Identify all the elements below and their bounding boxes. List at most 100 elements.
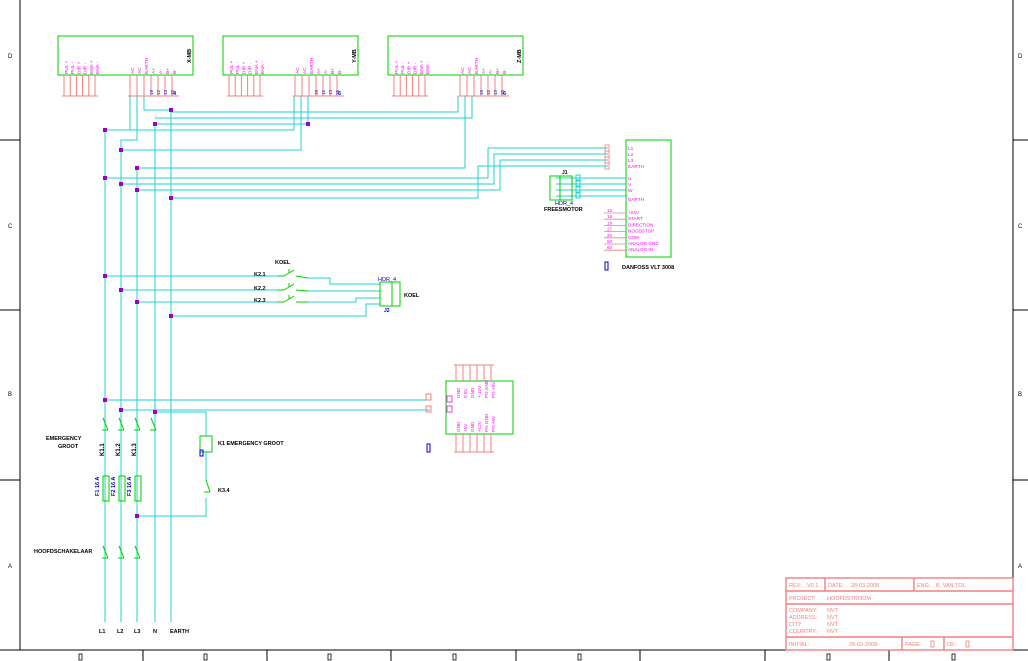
driver-power-pin-label: AC — [467, 67, 473, 74]
vfd-control-terminal-number: 12 — [607, 208, 613, 213]
driver-terminal-number: 15 — [170, 89, 175, 95]
tb-date-label: DATE: — [828, 583, 844, 589]
koel-contact-label-1: K2.1 — [254, 272, 266, 278]
contact-label-k1-1: K1.1 — [100, 443, 106, 456]
vfd-motor-pin-label: U — [628, 176, 632, 182]
aux-contact-label: K3.4 — [218, 488, 231, 494]
driver-power-pin-label: EARTH — [474, 57, 480, 74]
emergency-coil: K1 EMERGENCY GROOT K3.4 — [199, 435, 284, 494]
driver-terminal-number: 12 — [486, 89, 491, 95]
driver-power-pin-label: EARTH — [144, 57, 150, 74]
driver-input-pin-label: DIR + — [241, 61, 247, 74]
row-label-c-left: C — [8, 224, 13, 230]
tb-initial-date: 28-03-2008 — [849, 642, 877, 648]
contact-label-k1-3: K1.3 — [132, 443, 138, 456]
psu-bottom-pin-label: PG +5V — [491, 415, 496, 432]
driver-input-pin-label: PUL - — [235, 62, 241, 74]
fuse-label-f1: F1 16 A — [95, 477, 101, 496]
supply-label-n: N — [153, 629, 157, 635]
koel-name: KOEL — [404, 293, 420, 299]
driver-input-pin-label: ENA - — [260, 61, 266, 74]
supply-label-l2: L2 — [117, 629, 123, 635]
koel-contact-label-3: K2.3 — [254, 298, 266, 304]
driver-power-pin-label: AC — [137, 67, 143, 74]
fuse-label-f3: F3 16 A — [127, 477, 133, 496]
supply-label-l3: L3 — [134, 629, 140, 635]
vfd-control-pin-label: ANALOG GND — [628, 241, 659, 246]
vfd-control-terminal-number: 50 — [607, 239, 613, 244]
vfd-label: DANFOSS VLT 3008 — [622, 265, 674, 271]
psu-bottom-pin-label: PG GND — [484, 413, 489, 432]
driver-power-pin-label: B- — [172, 69, 178, 74]
koel-contact-3 — [278, 295, 308, 303]
tb-rev-label: REV: — [789, 583, 802, 589]
psu-top-pin-label: PG +5V — [491, 381, 496, 398]
tb-rev: V0.1 — [807, 583, 818, 589]
wiring — [104, 96, 626, 622]
driver-power-pin-label: A+ — [316, 68, 322, 74]
vfd-supply-terminal — [604, 162, 610, 170]
emergency-label-line1: EMERGENCY — [46, 436, 82, 442]
vfd-control-terminal-number: 20 — [607, 233, 613, 238]
tb-date: 28-03-2008 — [851, 583, 879, 589]
koel-circuit: KOEL K2.1 K2.2 K2.3 HDR_4 J2 KOEL — [254, 260, 420, 314]
driver-name: Y-MB — [352, 49, 358, 63]
koel-contact-1 — [278, 269, 309, 279]
motor-name: FREESMOTOR — [544, 207, 583, 213]
driver-power-pin-label: EARTH — [309, 57, 315, 74]
coil-label: K1 EMERGENCY GROOT — [218, 441, 284, 447]
fuse-label-f2: F2 16 A — [111, 477, 117, 496]
row-label-b-right: B — [1018, 392, 1022, 398]
vfd-motor-pin-label: W — [628, 188, 633, 194]
main-switch: HOOFDSCHAKELAAR — [34, 545, 141, 559]
tb-address: NVT — [827, 615, 839, 621]
tb-eng: B. VAN TOL — [936, 583, 966, 589]
driver-input-pin-label: DIR + — [76, 61, 82, 74]
vfd-control-pin-label: START — [628, 216, 643, 221]
driver-power-pin-label: B+ — [495, 68, 501, 74]
driver-body — [222, 35, 359, 76]
driver-input-pin-label: DIR + — [406, 61, 412, 74]
psu-bottom-pin-label: +5V — [463, 423, 468, 432]
driver-input-pin-label: ENA - — [95, 61, 101, 74]
driver-power-pin-label: B+ — [165, 68, 171, 74]
motor-j-label: J1 — [562, 170, 568, 176]
tb-eng-label: ENG: — [917, 583, 931, 589]
driver-input-pin-label: DIR - — [248, 62, 254, 74]
driver-sheet-number: 5 — [338, 91, 341, 97]
vfd-control-pin-label: ANALOG IN — [628, 247, 653, 252]
tb-page-label: PAGE: — [905, 642, 922, 648]
driver-name: X-MB — [187, 49, 193, 63]
motor-hdr-label: HDR_4 — [555, 201, 573, 207]
row-label-a-right: A — [1018, 564, 1022, 570]
driver-input-pin-label: ENA + — [89, 60, 95, 74]
vfd-control-pin-label: COM — [628, 235, 639, 240]
koel-contact-label-2: K2.2 — [254, 286, 266, 292]
tb-address-label: ADDRESS: — [789, 615, 818, 621]
emergency-label-line2: GROOT — [58, 444, 79, 450]
psu-top-pin-label: 0 5V — [463, 388, 468, 398]
tb-company-label: COMPANY: — [789, 608, 818, 614]
tb-company: NVT — [827, 608, 839, 614]
driver-power-pin-label: A- — [488, 69, 494, 74]
koel-hdr-label: HDR_4 — [378, 277, 396, 283]
title-block-text: REV: V0.1 DATE: 28-03-2008 ENG: B. VAN T… — [789, 583, 966, 648]
emergency-contactor: EMERGENCY GROOT K1.1 K1.2 K1.3 — [46, 417, 157, 456]
driver-sheet-number: 6 — [503, 91, 506, 97]
row-label-c-right: C — [1018, 224, 1023, 230]
vfd-motor-pin-label: EARTH — [628, 197, 645, 203]
tb-country: NVT — [827, 629, 839, 635]
spindle-motor: J1 HDR_4 FREESMOTOR — [544, 170, 583, 213]
vfd-supply-pin-label: EARTH — [628, 164, 645, 170]
driver-terminal-number: 19 — [314, 89, 319, 95]
vfd-supply-pin-label: L1 — [628, 146, 634, 152]
vfd-control-terminal-number: 60 — [607, 245, 613, 250]
fuses: F1 16 A F2 16 A F3 16 A — [95, 475, 142, 502]
